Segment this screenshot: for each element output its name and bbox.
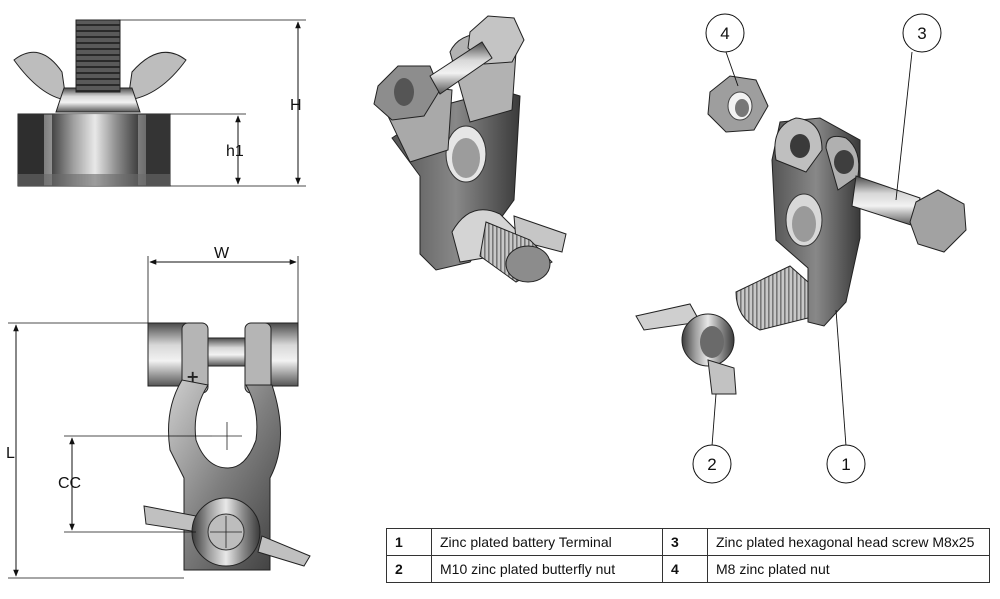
dimension-h1: h1: [170, 113, 246, 185]
table-row: 2 M10 zinc plated butterfly nut 4 M8 zin…: [386, 555, 990, 583]
parts-table: 1 Zinc plated battery Terminal 3 Zinc pl…: [386, 528, 990, 583]
dim-label-cc: CC: [58, 475, 81, 492]
exploded-hex-nut: [707, 75, 769, 133]
polarity-mark: +: [186, 367, 199, 386]
part-number: 1: [386, 528, 432, 556]
exploded-stud: [735, 265, 809, 331]
assembled-terminal: [373, 15, 567, 283]
balloon-2: 2: [692, 444, 732, 484]
dimension-h: H: [118, 19, 306, 187]
part-number: 4: [662, 555, 708, 583]
top-view: +: [143, 322, 311, 571]
exploded-wing-nut: [635, 303, 737, 395]
balloon-label-2: 2: [707, 455, 716, 474]
balloon-label-1: 1: [841, 455, 850, 474]
part-description: Zinc plated battery Terminal: [431, 528, 663, 556]
leader-lines: [711, 51, 913, 447]
exploded-terminal-body: [771, 117, 861, 327]
dim-label-h: H: [290, 97, 302, 114]
dim-label-l: L: [6, 445, 15, 462]
dimension-l: L: [6, 322, 184, 579]
balloon-label-4: 4: [720, 24, 729, 43]
side-view: [13, 19, 187, 187]
dim-label-h1: h1: [226, 143, 244, 160]
part-description: M8 zinc plated nut: [707, 555, 990, 583]
exploded-screw: [851, 175, 967, 253]
part-description: M10 zinc plated butterfly nut: [431, 555, 663, 583]
part-number: 2: [386, 555, 432, 583]
part-number: 3: [662, 528, 708, 556]
table-row: 1 Zinc plated battery Terminal 3 Zinc pl…: [386, 528, 990, 556]
balloon-3: 3: [902, 13, 942, 53]
balloon-4: 4: [705, 13, 745, 53]
dimension-cc: CC: [58, 435, 212, 533]
balloon-1: 1: [826, 444, 866, 484]
balloon-label-3: 3: [917, 24, 926, 43]
dimension-w: W: [147, 245, 299, 323]
part-description: Zinc plated hexagonal head screw M8x25: [707, 528, 990, 556]
dim-label-w: W: [214, 245, 230, 262]
